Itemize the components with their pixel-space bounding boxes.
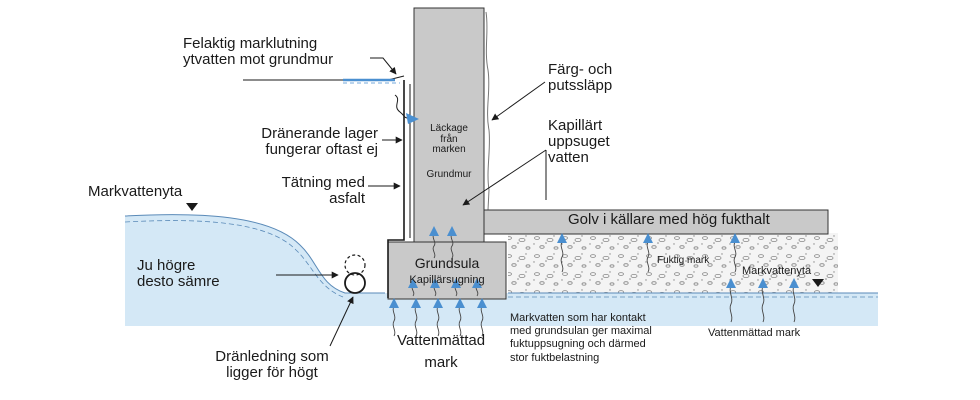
groundwater-surface-left [124, 214, 385, 294]
plaster-flaking [485, 11, 490, 211]
damp-ground-label: Fuktig mark [657, 255, 710, 266]
footing-label: Grundsula [414, 255, 480, 271]
basement-floor-label: Golv i källare med hög fukthalt [568, 211, 770, 228]
capillary-water-label: Kapillärt uppsuget vatten [548, 117, 610, 166]
paint-flaking-label: Färg- och putssläpp [548, 61, 613, 94]
footing [387, 241, 507, 300]
drain-pipe-label: Dränledning som ligger för högt [215, 348, 329, 381]
leakage-label: Läckage från marken [430, 123, 468, 155]
leader-lines [276, 57, 547, 347]
groundwater-marker-left-icon [186, 203, 198, 211]
drainage-layer-label: Dränerande lager fungerar oftast ej [261, 125, 378, 158]
foundation-wall-label: Grundmur [426, 169, 472, 180]
groundwater-contact-note: Markvatten som har kontakt med grundsula… [510, 312, 652, 364]
wrong-slope-label: Felaktig marklutning ytvatten mot grundm… [183, 35, 334, 68]
drain-pipe-icon [344, 272, 366, 294]
basement-floor [483, 209, 829, 235]
higher-worse-label: Ju högre desto sämre [137, 257, 220, 290]
saturated-ground-label-center: Vattenmättad mark [396, 332, 486, 371]
groundwater-marker-right-icon [812, 279, 824, 287]
groundwater-level-label-left: Markvattenyta [88, 183, 183, 200]
asphalt-sealing-label: Tätning med asfalt [281, 174, 365, 207]
groundwater-mound [125, 214, 385, 326]
saturated-ground-label-right: Vattenmättad mark [708, 327, 801, 339]
drainage-layer [387, 80, 405, 298]
correct-drain-position [344, 254, 366, 276]
leakage-arrow-icon [406, 113, 419, 124]
groundwater-level-label-right: Markvattenyta [742, 265, 812, 277]
capillary-suction-label: Kapillärsugning [409, 274, 485, 286]
capillary-arrow-heads [389, 226, 799, 308]
foundation-wall [413, 7, 485, 243]
